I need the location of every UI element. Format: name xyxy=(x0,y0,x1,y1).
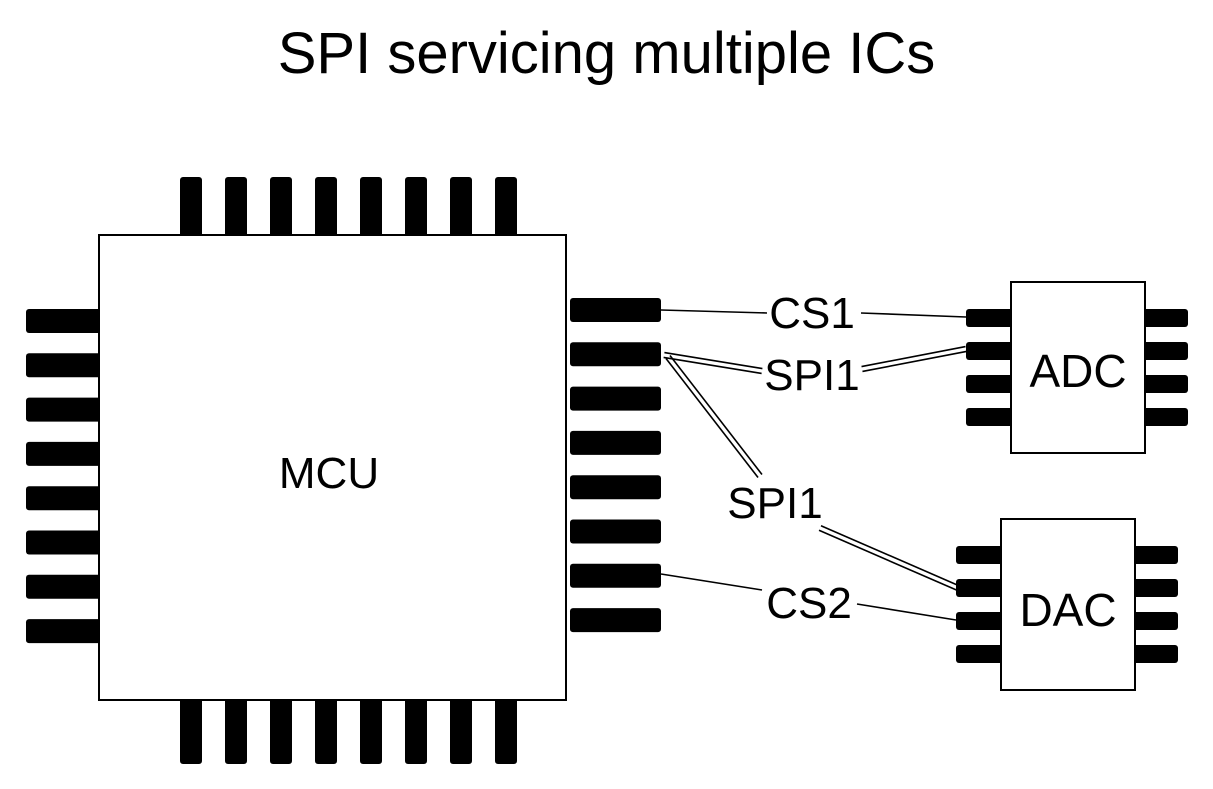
mcu-top-pin xyxy=(360,177,382,239)
dac-label: DAC xyxy=(1019,584,1116,636)
adc-label: ADC xyxy=(1029,345,1126,397)
cs1-wire-left xyxy=(660,309,768,314)
dac-left-pin xyxy=(956,645,1003,663)
spi1-dac-wire-right-b xyxy=(820,524,960,587)
pins-layer xyxy=(26,177,1188,764)
spi1-dac-wire-left-a xyxy=(665,358,759,479)
dac-right-pin xyxy=(1133,546,1178,564)
spi1-adc-label: SPI1 xyxy=(764,351,859,400)
mcu-top-pin xyxy=(450,177,472,239)
adc-right-pin xyxy=(1143,309,1188,327)
spi1-dac-wire-right-a xyxy=(818,529,958,592)
mcu-right-pin xyxy=(570,475,661,500)
adc-left-pin xyxy=(966,375,1013,393)
dac-right-pin xyxy=(1133,579,1178,597)
dac-left-pin xyxy=(956,579,1003,597)
mcu-right-pin xyxy=(570,386,661,411)
adc-right-pin xyxy=(1143,342,1188,360)
cs1-wire-right xyxy=(860,312,967,318)
mcu-top-pin xyxy=(225,177,247,239)
cs2-wire-right xyxy=(856,603,957,621)
mcu-label: MCU xyxy=(279,449,379,498)
spi1-dac-label: SPI1 xyxy=(727,479,822,528)
dac-left-pin xyxy=(956,546,1003,564)
mcu-bottom-pin xyxy=(270,696,292,764)
adc-left-pin xyxy=(966,408,1013,426)
adc-body xyxy=(1010,281,1146,454)
adc-right-pin xyxy=(1143,375,1188,393)
cs2-wire-left xyxy=(660,573,763,591)
mcu-right-pin xyxy=(570,342,661,367)
mcu-left-pin xyxy=(26,486,102,511)
cs1-label: CS1 xyxy=(769,289,855,338)
mcu-left-pin xyxy=(26,619,102,644)
mcu-right-pin xyxy=(570,298,661,322)
spi1-adc-wire-right-b xyxy=(861,345,966,368)
mcu-bottom-pin xyxy=(315,696,337,764)
spi1-adc-wire-left-a xyxy=(663,356,762,375)
adc-right-pin xyxy=(1143,408,1188,426)
dac-right-pin xyxy=(1133,612,1178,630)
mcu-top-pin xyxy=(270,177,292,239)
dac-body xyxy=(1000,518,1136,691)
mcu-right-pin xyxy=(570,608,661,633)
spi1-dac-wire-left-b xyxy=(669,354,763,475)
wires-layer xyxy=(660,309,967,621)
mcu-bottom-pin xyxy=(360,696,382,764)
mcu-left-pin xyxy=(26,574,102,599)
mcu-bottom-pin xyxy=(405,696,427,764)
cs2-label: CS2 xyxy=(766,579,852,628)
mcu-top-pin xyxy=(315,177,337,239)
dac-left-pin xyxy=(956,612,1003,630)
adc-left-pin xyxy=(966,342,1013,360)
mcu-top-pin xyxy=(495,177,517,239)
mcu-top-pin xyxy=(405,177,427,239)
mcu-body xyxy=(98,234,567,701)
mcu-right-pin xyxy=(570,519,661,544)
mcu-left-pin xyxy=(26,353,102,378)
diagram-title: SPI servicing multiple ICs xyxy=(277,21,936,86)
mcu-left-pin xyxy=(26,309,102,333)
mcu-right-pin xyxy=(570,430,661,455)
mcu-right-pin xyxy=(570,563,661,588)
mcu-top-pin xyxy=(180,177,202,239)
dac-right-pin xyxy=(1133,645,1178,663)
mcu-left-pin xyxy=(26,441,102,466)
adc-left-pin xyxy=(966,309,1013,327)
connection-labels: CS1 SPI1 SPI1 CS2 xyxy=(727,289,859,628)
spi1-adc-wire-right-a xyxy=(862,350,967,373)
mcu-bottom-pin xyxy=(450,696,472,764)
mcu-bottom-pin xyxy=(225,696,247,764)
bodies-layer: MCU ADC DAC xyxy=(98,234,1146,701)
mcu-left-pin xyxy=(26,530,102,555)
spi1-adc-wire-left-b xyxy=(664,351,763,370)
mcu-bottom-pin xyxy=(180,696,202,764)
mcu-bottom-pin xyxy=(495,696,517,764)
mcu-left-pin xyxy=(26,397,102,422)
